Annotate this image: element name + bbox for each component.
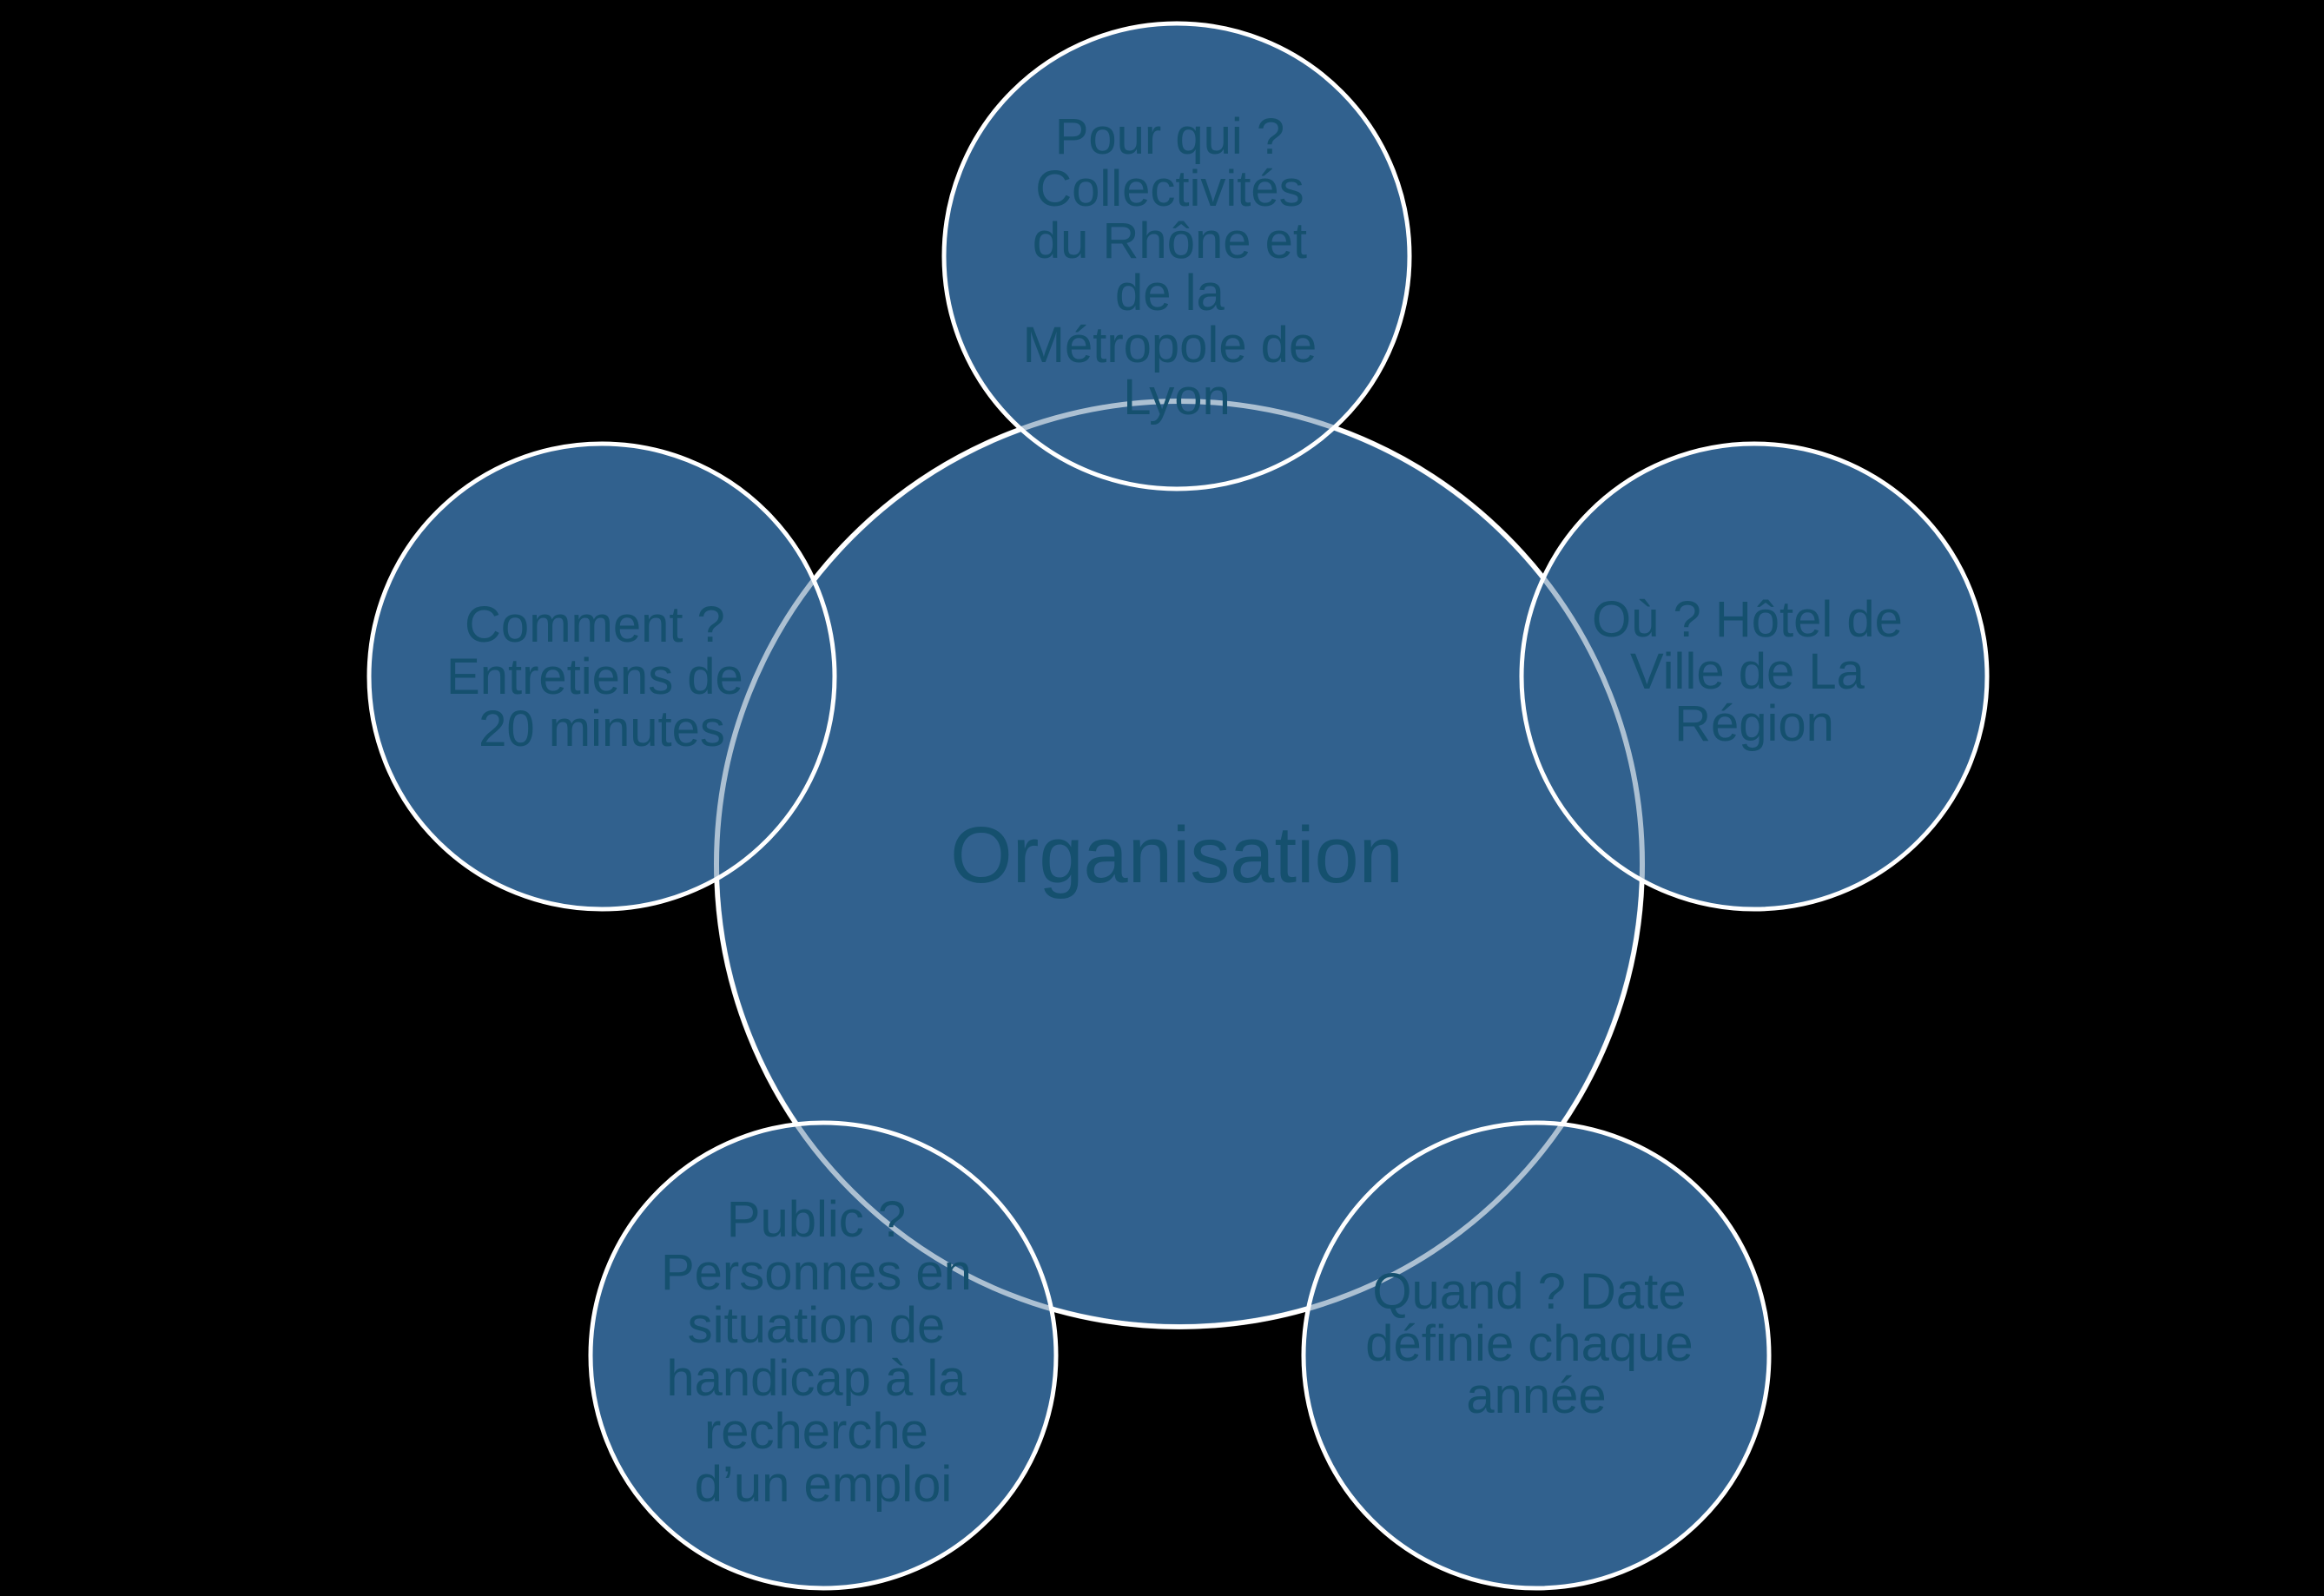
satellite-label-line: Métropole de: [1023, 317, 1317, 373]
satellite-label-line: Quand ? Date: [1372, 1263, 1686, 1320]
satellite-label-bottom-left: Public ? Personnes en situation de handi…: [661, 1191, 986, 1513]
satellite-label-line: Pour qui ?: [1055, 109, 1284, 165]
satellite-label-line: handicap à la: [666, 1350, 967, 1407]
satellite-label-bottom-right: Quand ? Date définie chaque année: [1365, 1263, 1707, 1424]
satellite-label-line: de la: [1115, 265, 1225, 321]
satellite-label-line: Public ?: [727, 1191, 906, 1248]
satellite-label-line: Lyon: [1123, 369, 1231, 425]
satellite-label-line: du Rhône et: [1033, 213, 1307, 269]
satellite-label-left: Comment ? Entretiens de 20 minutes: [446, 597, 757, 757]
satellite-label-line: Personnes en: [661, 1244, 972, 1301]
satellite-label-line: Région: [1674, 696, 1834, 752]
satellite-label-line: année: [1466, 1368, 1606, 1424]
center-circle-overlap-ring: [714, 399, 1645, 1329]
satellite-label-line: d’un emploi: [695, 1456, 953, 1513]
satellite-label-line: définie chaque: [1365, 1316, 1693, 1372]
satellite-label-line: Comment ?: [465, 597, 725, 653]
satellite-label-right: Où ? Hôtel de Ville de La Région: [1592, 591, 1917, 752]
satellite-label-line: 20 minutes: [479, 701, 725, 757]
satellite-label-line: situation de: [688, 1297, 946, 1354]
satellite-label-line: recherche: [704, 1403, 928, 1460]
satellite-circle-bottom-right: [1301, 1120, 1772, 1591]
satellite-label-line: Ville de La: [1630, 643, 1865, 700]
satellite-circle-bottom-left: [588, 1120, 1059, 1591]
satellite-circle-left: [366, 441, 837, 912]
satellite-circle-top: [941, 21, 1412, 491]
satellite-label-top: Pour qui ? Collectivités du Rhône et de …: [1023, 109, 1331, 425]
center-label: Organisation: [950, 811, 1403, 900]
satellite-label-line: Où ? Hôtel de: [1592, 591, 1903, 648]
satellite-label-line: Collectivités: [1035, 161, 1304, 217]
satellite-label-line: Entretiens de: [446, 649, 743, 705]
